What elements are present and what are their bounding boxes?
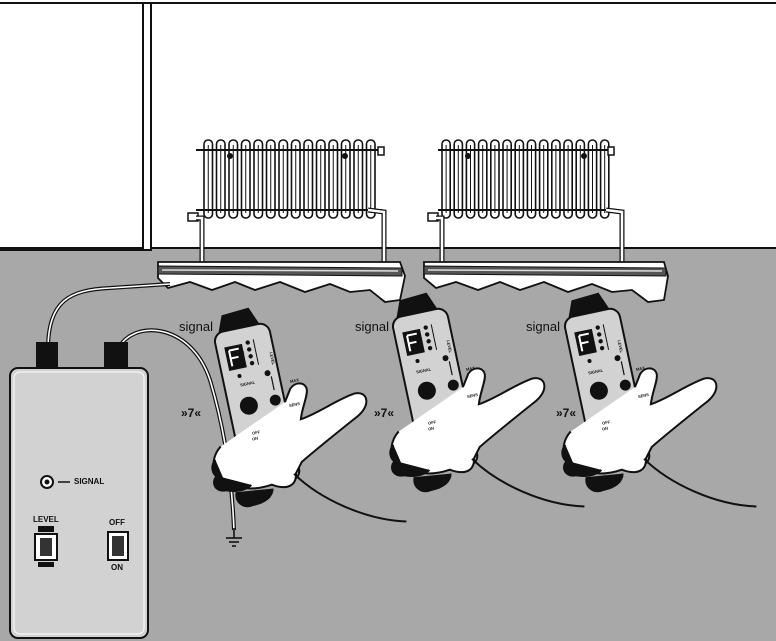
transmitter-on-label: ON xyxy=(111,563,123,572)
transmitter-level-label: LEVEL xyxy=(33,515,59,524)
code-label-2: »7« xyxy=(374,406,394,420)
wall xyxy=(0,0,776,252)
door-frame xyxy=(143,3,151,250)
transmitter-unit xyxy=(10,342,148,638)
signal-label-2: signal xyxy=(355,319,389,334)
signal-label-3: signal xyxy=(526,319,560,334)
code-label-3: »7« xyxy=(556,406,576,420)
signal-label-1: signal xyxy=(179,319,213,334)
transmitter-signal-label: SIGNAL xyxy=(74,477,104,486)
transmitter-off-label: OFF xyxy=(109,518,125,527)
power-switch[interactable] xyxy=(108,532,128,560)
code-label-1: »7« xyxy=(181,406,201,420)
